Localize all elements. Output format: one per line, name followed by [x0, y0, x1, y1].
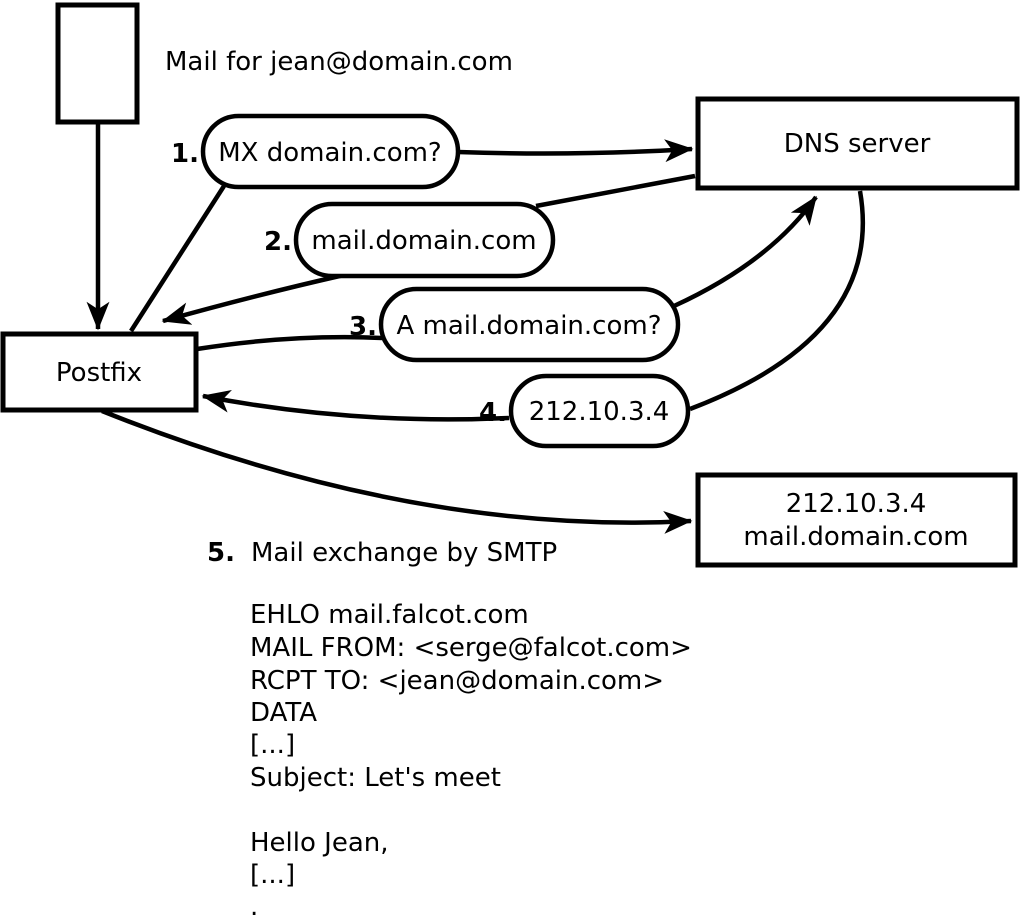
arrow-postfix-to-mailserver-smtp	[101, 408, 693, 534]
bubble-step3	[378, 286, 681, 363]
bubble-step1	[200, 113, 461, 190]
smtp-line-rcpt-to: RCPT TO: <jean@domain.com>	[250, 666, 664, 696]
step4-label: 212.10.3.4	[529, 397, 670, 427]
smtp-line-end-dot: .	[250, 892, 258, 919]
step3-label: A mail.domain.com?	[397, 311, 662, 341]
smtp-line-ellipsis-2: [...]	[250, 860, 295, 890]
step1-number: 1.	[171, 139, 199, 169]
smtp-line-data: DATA	[250, 698, 317, 728]
smtp-line-mail-from: MAIL FROM: <serge@falcot.com>	[250, 633, 692, 663]
bubble-step4	[508, 373, 691, 449]
line-postfix-to-bubble1	[129, 184, 226, 333]
mail-server-host-label: mail.domain.com	[743, 522, 968, 552]
step5-number: 5.	[207, 538, 235, 568]
step2-number: 2.	[264, 227, 292, 257]
smtp-line-ehlo: EHLO mail.falcot.com	[250, 600, 529, 630]
mail-server-ip-label: 212.10.3.4	[786, 489, 927, 519]
arrow-bubble2-to-postfix	[161, 272, 345, 325]
arrow-bubble3-to-dns	[673, 195, 818, 309]
mail-note-label: Mail for jean@domain.com	[165, 47, 513, 77]
step5-label: Mail exchange by SMTP	[251, 538, 557, 568]
step3-number: 3.	[349, 312, 377, 342]
bubble-step2	[293, 201, 556, 279]
line-dns-to-bubble2	[535, 173, 696, 209]
smtp-session-transcript: EHLO mail.falcot.com MAIL FROM: <serge@f…	[250, 600, 692, 919]
step2-label: mail.domain.com	[311, 226, 536, 256]
postfix-label: Postfix	[56, 358, 142, 388]
step1-label: MX domain.com?	[218, 138, 441, 168]
dns-server-label: DNS server	[784, 129, 931, 159]
mail-server-box	[695, 472, 1018, 568]
arrow-bubble4-to-postfix	[201, 389, 510, 422]
line-dns-to-bubble4	[689, 190, 866, 412]
smtp-line-hello: Hello Jean,	[250, 828, 389, 858]
arrow-bubble1-to-dns	[457, 139, 694, 163]
step4-number: 4.	[479, 398, 507, 428]
smtp-line-ellipsis-1: [...]	[250, 730, 295, 760]
dns-server-box	[695, 96, 1020, 191]
postfix-box	[0, 331, 199, 413]
line-postfix-to-bubble3	[196, 334, 384, 352]
envelope-icon	[55, 2, 140, 125]
smtp-line-subject: Subject: Let's meet	[250, 763, 501, 793]
